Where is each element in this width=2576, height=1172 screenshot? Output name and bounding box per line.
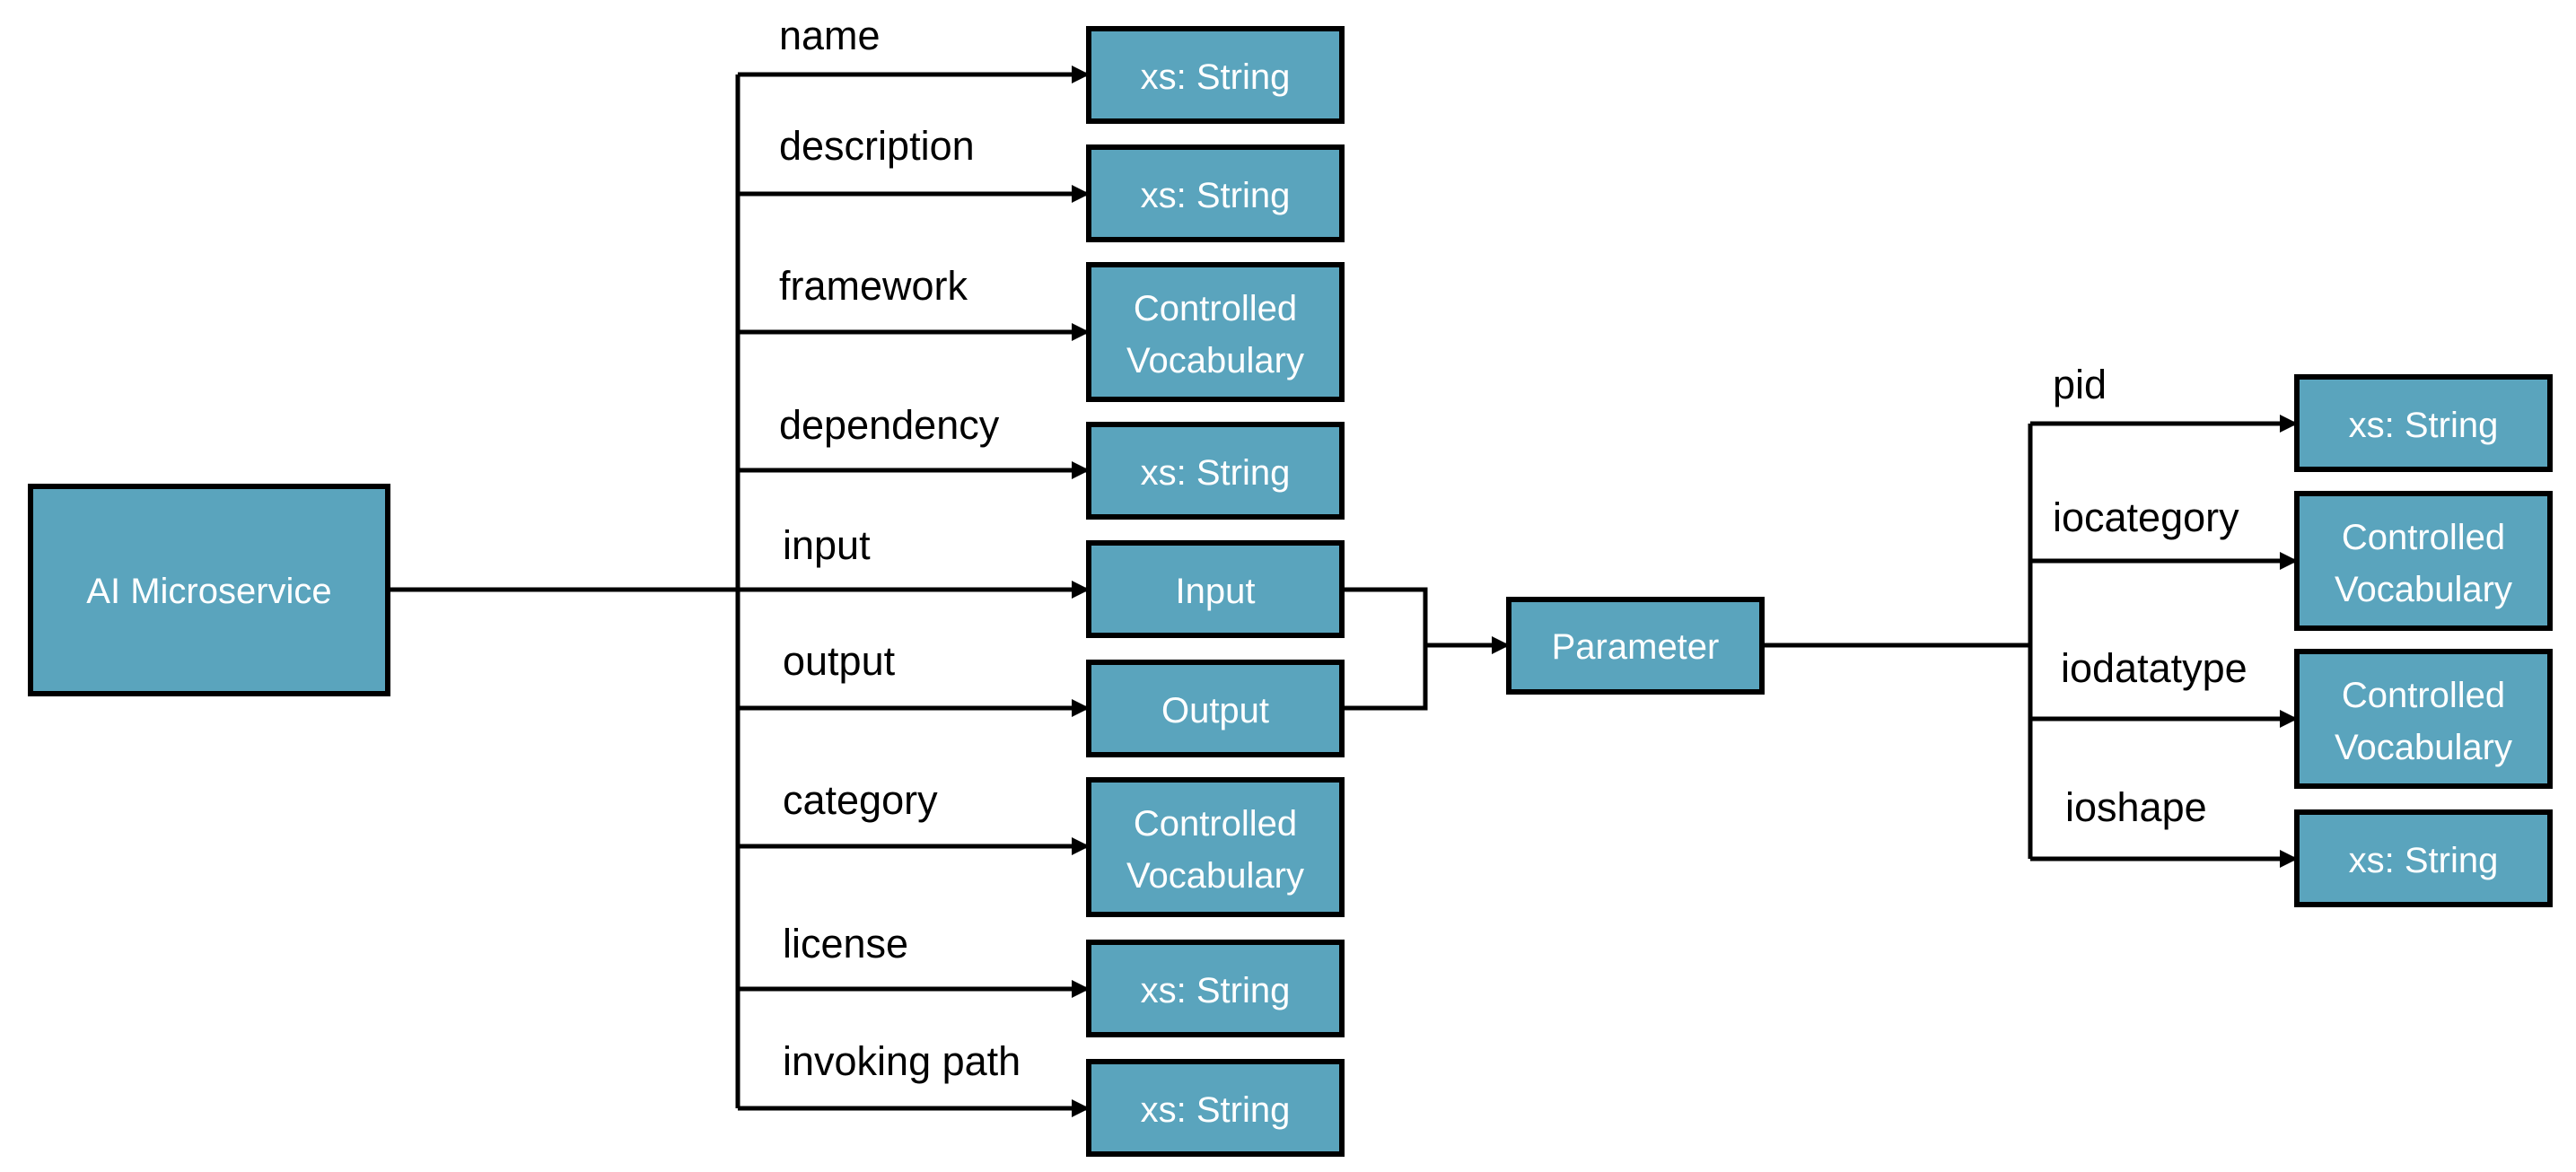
pid-type-label: xs: String: [2349, 406, 2499, 445]
ioshape-type-label: xs: String: [2349, 841, 2499, 880]
node-iodatatype-type: Controlled Vocabulary: [2294, 649, 2553, 789]
node-pid-type: xs: String: [2294, 374, 2553, 472]
label-dependency: dependency: [779, 402, 1000, 448]
framework-type-box: [1086, 262, 1345, 402]
name-type-label: xs: String: [1141, 57, 1291, 97]
iodatatype-type-box: [2294, 649, 2553, 789]
output-label: Output: [1161, 691, 1269, 730]
node-input: Input: [1086, 540, 1345, 638]
category-type-label-line1: Controlled: [1134, 804, 1297, 844]
invoking-path-type-box: [1086, 1059, 1345, 1157]
pid-type-box: [2294, 374, 2553, 472]
description-type-box: [1086, 144, 1345, 242]
ioshape-type-box: [2294, 809, 2553, 907]
ai-microservice-box: [28, 484, 390, 696]
iodatatype-type-label-line2: Vocabulary: [2335, 728, 2512, 767]
description-type-label: xs: String: [1141, 176, 1291, 215]
iodatatype-type-label-line1: Controlled: [2342, 676, 2505, 715]
connectors-middle: [1343, 587, 1510, 711]
label-category: category: [783, 777, 938, 823]
parameter-label: Parameter: [1552, 627, 1720, 667]
node-ai-microservice: AI Microservice: [28, 484, 390, 696]
input-label: Input: [1176, 572, 1256, 611]
license-type-box: [1086, 940, 1345, 1037]
node-output: Output: [1086, 660, 1345, 757]
node-name-type: xs: String: [1086, 26, 1345, 124]
node-description-type: xs: String: [1086, 144, 1345, 242]
iocategory-type-label-line2: Vocabulary: [2335, 570, 2512, 609]
node-ioshape-type: xs: String: [2294, 809, 2553, 907]
category-type-box: [1086, 777, 1345, 917]
framework-type-label-line2: Vocabulary: [1126, 341, 1304, 380]
node-invoking-path-type: xs: String: [1086, 1059, 1345, 1157]
edge-labels: name description framework dependency in…: [779, 13, 2247, 1084]
label-input: input: [783, 522, 871, 568]
label-output: output: [783, 638, 896, 684]
label-ioshape: ioshape: [2065, 784, 2207, 830]
license-type-label: xs: String: [1141, 971, 1291, 1010]
node-framework-type: Controlled Vocabulary: [1086, 262, 1345, 402]
connectors-right: [1762, 415, 2298, 868]
invoking-path-type-label: xs: String: [1141, 1090, 1291, 1130]
label-description: description: [779, 123, 975, 169]
iocategory-type-label-line1: Controlled: [2342, 518, 2505, 557]
label-iodatatype: iodatatype: [2061, 645, 2247, 691]
node-dependency-type: xs: String: [1086, 422, 1345, 520]
dependency-type-label: xs: String: [1141, 453, 1291, 493]
label-iocategory: iocategory: [2053, 494, 2239, 540]
label-framework: framework: [779, 263, 968, 309]
framework-type-label-line1: Controlled: [1134, 289, 1297, 328]
dependency-type-box: [1086, 422, 1345, 520]
category-type-label-line2: Vocabulary: [1126, 856, 1304, 896]
node-category-type: Controlled Vocabulary: [1086, 777, 1345, 917]
node-iocategory-type: Controlled Vocabulary: [2294, 491, 2553, 631]
node-license-type: xs: String: [1086, 940, 1345, 1037]
iocategory-type-box: [2294, 491, 2553, 631]
parameter-box: [1506, 597, 1765, 695]
label-invoking-path: invoking path: [783, 1038, 1021, 1084]
input-box: [1086, 540, 1345, 638]
connector-input-output-merge: [1343, 587, 1428, 711]
label-name: name: [779, 13, 881, 58]
name-type-box: [1086, 26, 1345, 124]
output-box: [1086, 660, 1345, 757]
node-parameter: Parameter: [1506, 597, 1765, 695]
ai-microservice-label: AI Microservice: [86, 572, 331, 611]
label-pid: pid: [2053, 362, 2107, 407]
label-license: license: [783, 921, 908, 966]
connectors-left: [388, 66, 1090, 1117]
